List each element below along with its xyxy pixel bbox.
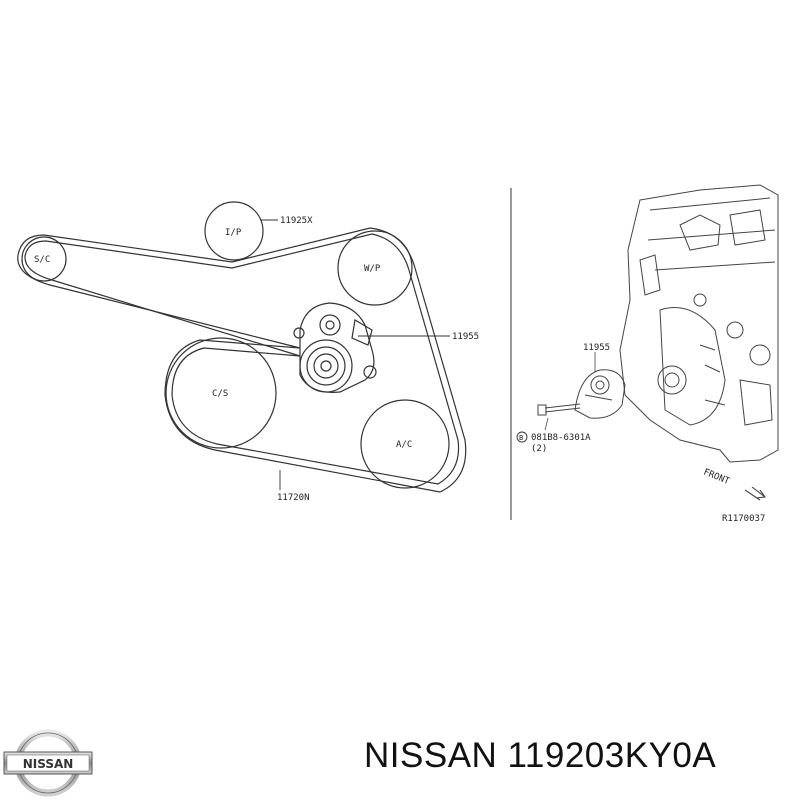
wp-pulley: [337, 230, 413, 306]
idler-part-label: 11925X: [280, 216, 313, 226]
engine-tensioner-label: 11955: [583, 343, 610, 353]
belt-part-label: 11720N: [277, 493, 310, 503]
engine-illustration: [537, 184, 779, 501]
belt-routing: [17, 201, 467, 493]
front-label: FRONT: [702, 468, 731, 488]
ip-pulley: [204, 201, 264, 261]
sc-pulley-label: S/C: [34, 255, 50, 265]
tensioner-assembly: [293, 302, 377, 393]
ip-pulley-label: I/P: [225, 228, 242, 238]
wp-pulley-label: W/P: [364, 264, 381, 274]
belt-outer: [17, 227, 467, 493]
belt-inner: [24, 233, 460, 485]
ac-pulley-label: A/C: [396, 440, 412, 450]
bolt-marker: B: [519, 434, 523, 442]
cs-pulley-label: C/S: [212, 389, 228, 399]
cs-pulley: [165, 337, 277, 449]
nissan-logo-text: NISSAN: [23, 757, 74, 771]
sc-pulley: [21, 236, 67, 282]
bolt-qty-label: (2): [531, 444, 547, 454]
caption-brand: NISSAN: [364, 736, 498, 775]
part-caption: NISSAN 119203KY0A: [364, 736, 716, 776]
bolt-part-label: 081B8-6301A: [531, 433, 591, 443]
ac-pulley: [360, 399, 450, 489]
nissan-logo: NISSAN: [3, 729, 93, 797]
bolt-marker-circle: [516, 431, 528, 443]
tensioner-part-label: 11955: [452, 332, 479, 342]
figure-id: R1170037: [722, 514, 765, 524]
caption-part-number: 119203KY0A: [507, 736, 717, 775]
